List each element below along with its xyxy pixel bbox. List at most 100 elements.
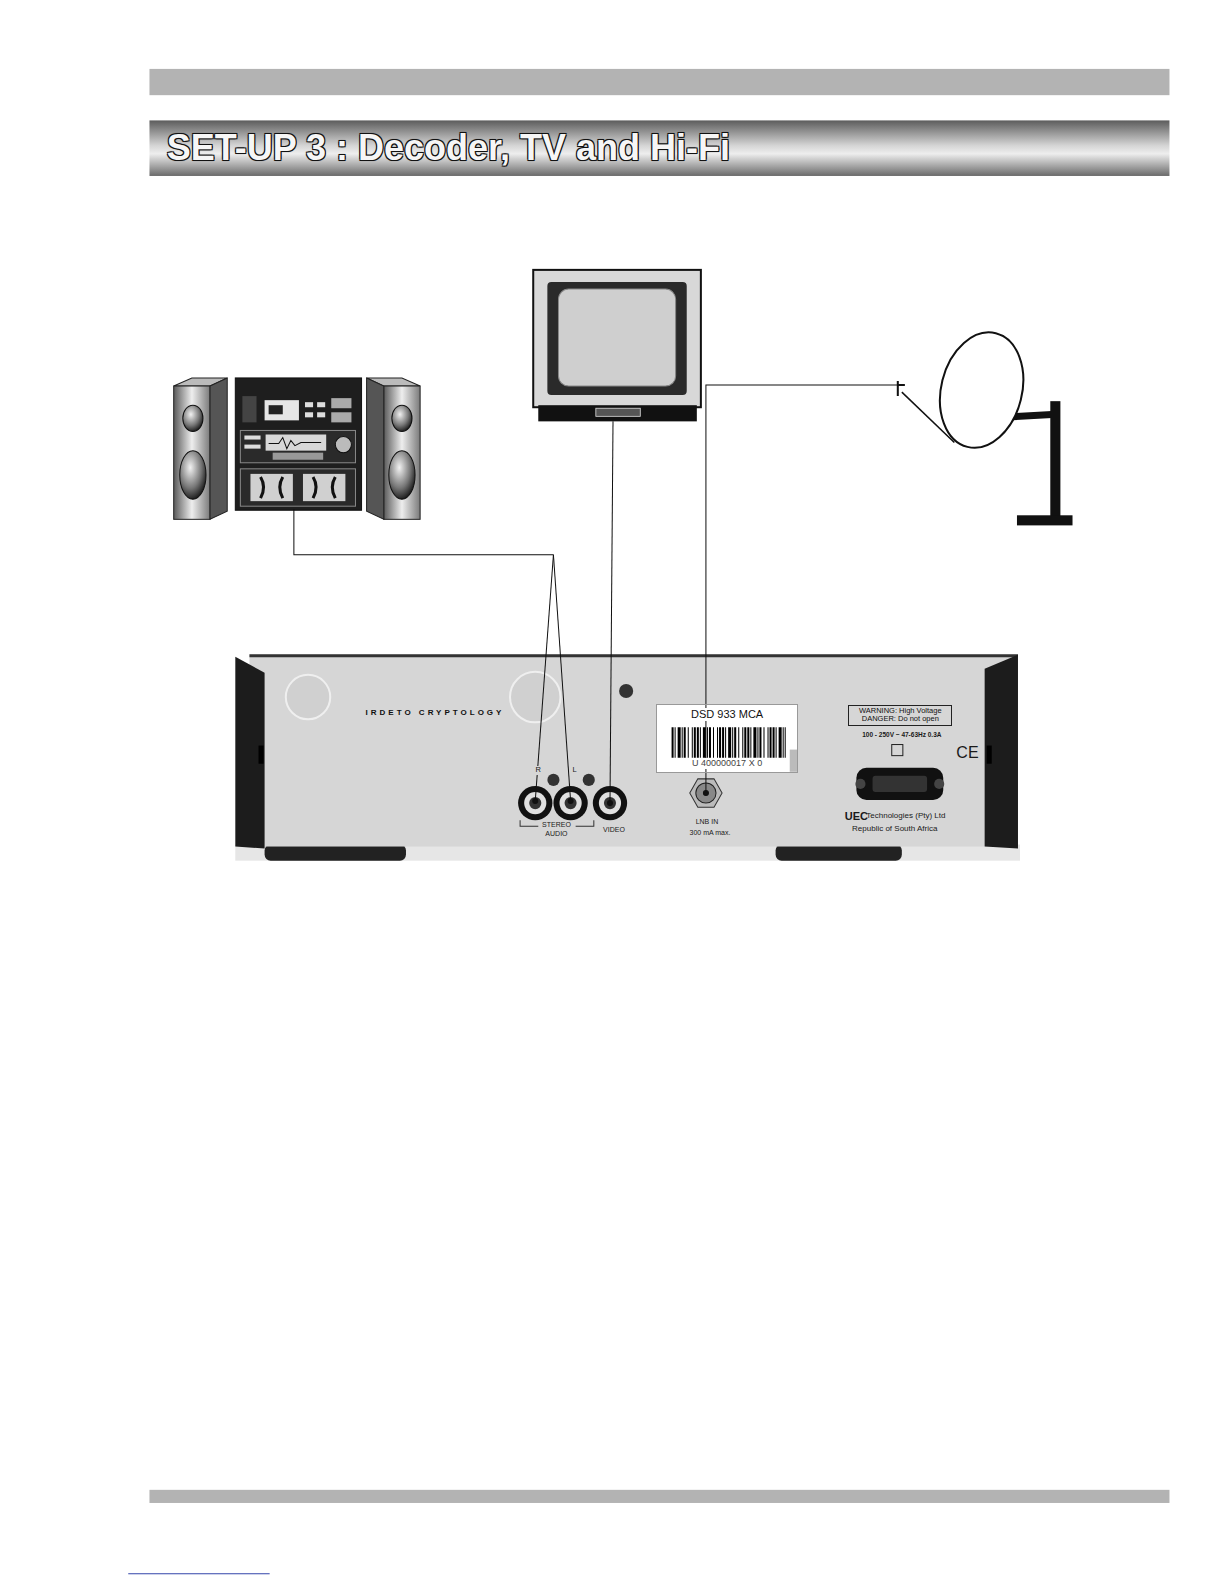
rating-text: 300 mA max. xyxy=(690,829,731,837)
hifi-stereo xyxy=(389,451,415,499)
hifi-stereo xyxy=(269,438,322,449)
decoder-rear-photo xyxy=(619,684,633,698)
node-heading: IRDETO CRYPTOLOGY xyxy=(366,708,505,717)
television xyxy=(558,289,675,386)
page-bars xyxy=(128,1573,269,1574)
hifi-stereo xyxy=(244,436,260,440)
television xyxy=(533,270,701,421)
socket-label: AUDIO xyxy=(545,830,567,838)
socket-label: VIDEO xyxy=(603,826,625,834)
hifi-stereo xyxy=(180,451,206,499)
hifi-stereo xyxy=(317,402,325,407)
decoder-rear-photo xyxy=(235,845,1020,861)
decoder-rear-photo xyxy=(235,657,264,849)
hifi-stereo xyxy=(174,378,420,519)
title-text: SET-UP 3 : Decoder, TV and Hi-Fi xyxy=(167,127,730,169)
decoder-rear-photo xyxy=(855,779,865,789)
television xyxy=(533,270,701,407)
decoder-rear-photo xyxy=(565,797,577,809)
hifi-stereo xyxy=(303,474,345,501)
hifi-stereo xyxy=(305,412,313,417)
maker-country: Republic of South Africa xyxy=(852,825,937,834)
decoder-rear-photo xyxy=(790,750,798,772)
hifi-stereo xyxy=(210,378,227,519)
television xyxy=(547,282,686,395)
decoder-rear-photo xyxy=(672,727,786,757)
hifi-stereo xyxy=(331,412,351,422)
decoder-rear-photo xyxy=(286,675,330,719)
cable xyxy=(294,509,554,554)
decoder-rear-photo xyxy=(249,655,1018,847)
socket-label: STEREO xyxy=(542,821,571,829)
decoder-rear-photo xyxy=(892,745,903,756)
satellite-dish xyxy=(898,323,1073,525)
hifi-stereo xyxy=(384,386,420,519)
decoder-rear-photo xyxy=(518,786,552,820)
hifi-stereo xyxy=(269,405,283,414)
satellite-dish xyxy=(928,323,1035,456)
ce-mark: CE xyxy=(956,744,978,762)
hifi-stereo xyxy=(240,469,355,506)
hifi-stereo xyxy=(317,412,325,417)
television xyxy=(596,408,640,416)
cable xyxy=(533,799,538,804)
hifi-stereo xyxy=(265,400,299,420)
decoder-rear-photo xyxy=(510,672,560,722)
hifi-stereo xyxy=(273,453,323,460)
decoder-rear-photo xyxy=(583,774,595,786)
maker-logo: UEC xyxy=(845,810,868,822)
decoder-rear-photo xyxy=(873,776,928,792)
page-bars xyxy=(149,1490,1169,1503)
node-heading: WARNING: High Voltage DANGER: Do not ope… xyxy=(852,707,948,724)
hifi-stereo xyxy=(261,477,336,498)
hifi-stereo xyxy=(266,434,327,450)
node-heading: DSD 933 MCA xyxy=(689,708,765,721)
decoder-rear-photo xyxy=(235,655,1020,861)
hifi-stereo xyxy=(244,445,260,449)
television xyxy=(538,405,697,421)
socket-label: R xyxy=(535,766,542,774)
decoder-rear-photo xyxy=(934,779,944,789)
decoder-rear-photo xyxy=(547,774,559,786)
decoder-rear-photo xyxy=(656,704,797,773)
decoder-rear-photo xyxy=(265,845,406,861)
cable xyxy=(535,555,553,801)
hifi-stereo xyxy=(174,386,210,519)
socket-label: LNB IN xyxy=(696,818,719,826)
barcode-sticker: DSD 933 MCA U 400000017 X 0 xyxy=(656,704,797,773)
warning-box: WARNING: High Voltage DANGER: Do not ope… xyxy=(848,705,952,726)
cable xyxy=(568,799,573,804)
cable xyxy=(294,385,898,806)
hifi-stereo xyxy=(183,405,203,431)
rating-text: 100 - 250V ~ 47-63Hz 0.3A xyxy=(862,731,941,738)
hifi-stereo xyxy=(240,430,355,462)
decoder-rear-photo xyxy=(249,654,1018,657)
decoder-rear-photo xyxy=(856,768,943,800)
cable xyxy=(553,555,570,801)
page-bars xyxy=(149,120,1169,176)
satellite-dish xyxy=(902,392,955,442)
decoder-rear-photo xyxy=(987,746,992,764)
hifi-stereo xyxy=(335,437,351,453)
hifi-stereo xyxy=(242,396,256,422)
satellite-dish xyxy=(1017,515,1073,525)
decoder-rear-photo xyxy=(776,845,902,861)
decoder-rear-photo xyxy=(529,797,541,809)
maker-name: Technologies (Pty) Ltd xyxy=(866,812,945,821)
hifi-stereo xyxy=(331,398,351,408)
decoder-rear-photo xyxy=(259,746,264,764)
hifi-stereo xyxy=(235,378,361,510)
hifi-stereo xyxy=(305,402,313,407)
cable xyxy=(703,790,708,795)
page-bars xyxy=(149,69,1169,95)
hifi-stereo xyxy=(367,378,384,519)
decoder-rear-photo xyxy=(985,655,1018,849)
cable xyxy=(610,421,613,803)
hifi-stereo xyxy=(250,474,292,501)
node-text: U 400000017 X 0 xyxy=(690,758,764,768)
decoder-rear-photo xyxy=(553,786,587,820)
cable xyxy=(607,801,612,806)
hifi-stereo xyxy=(392,405,412,431)
page-bars xyxy=(128,69,1169,1574)
